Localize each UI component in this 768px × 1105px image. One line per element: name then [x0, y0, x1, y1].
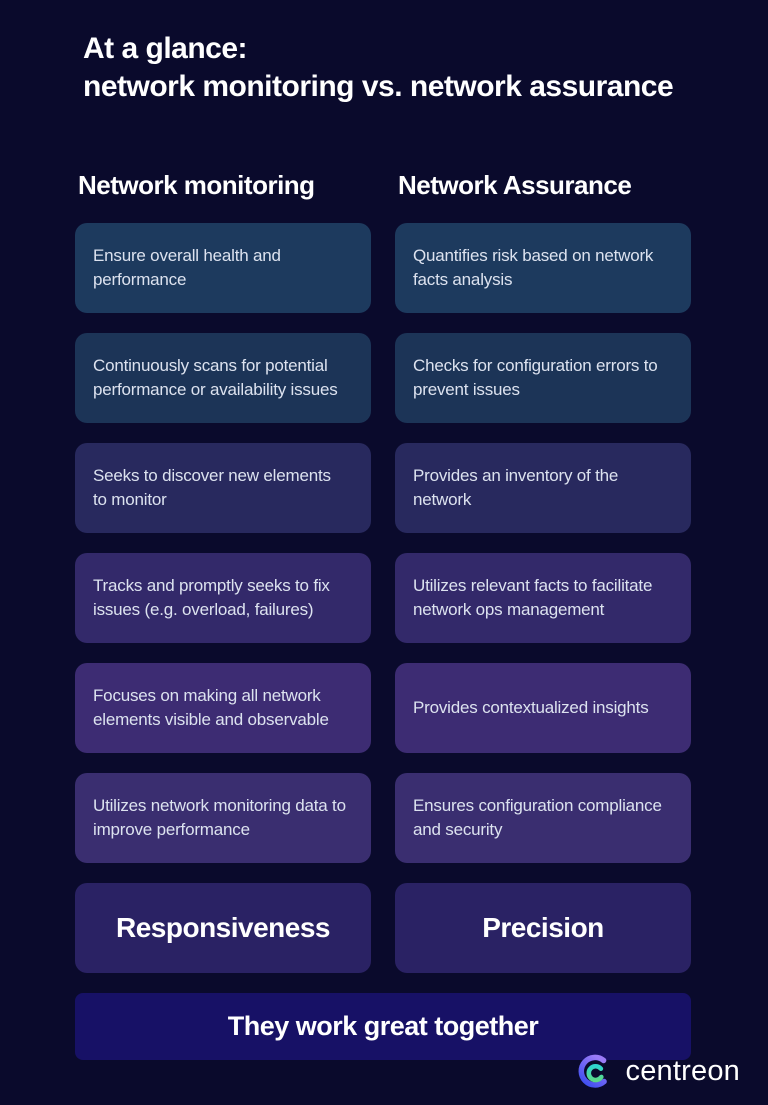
monitoring-card-1: Ensure overall health and performance [75, 223, 371, 313]
title-line-1: At a glance: [83, 32, 248, 65]
monitoring-card-2: Continuously scans for potential perform… [75, 333, 371, 423]
banner-they-work-great-together: They work great together [75, 993, 691, 1060]
monitoring-card-3: Seeks to discover new elements to monito… [75, 443, 371, 533]
monitoring-card-5: Focuses on making all network elements v… [75, 663, 371, 753]
page-title: At a glance: network monitoring vs. netw… [0, 0, 768, 106]
monitoring-card-4: Tracks and promptly seeks to fix issues … [75, 553, 371, 643]
assurance-summary-card: Precision [395, 883, 691, 973]
monitoring-summary-card: Responsiveness [75, 883, 371, 973]
logo-wordmark: centreon [625, 1054, 740, 1087]
logo: centreon [572, 1049, 740, 1093]
assurance-card-5: Provides contextualized insights [395, 663, 691, 753]
column-header-network-assurance: Network Assurance [398, 170, 632, 200]
centreon-logo-icon [578, 1054, 607, 1088]
assurance-card-6: Ensures configuration compliance and sec… [395, 773, 691, 863]
title-line-2: network monitoring vs. network assurance [83, 70, 674, 103]
assurance-card-4: Utilizes relevant facts to facilitate ne… [395, 553, 691, 643]
monitoring-card-6: Utilizes network monitoring data to impr… [75, 773, 371, 863]
comparison-grid: Network monitoring Network Assurance Ens… [75, 170, 691, 973]
column-header-network-monitoring: Network monitoring [78, 170, 315, 200]
assurance-card-1: Quantifies risk based on network facts a… [395, 223, 691, 313]
assurance-card-3: Provides an inventory of the network [395, 443, 691, 533]
assurance-card-2: Checks for configuration errors to preve… [395, 333, 691, 423]
